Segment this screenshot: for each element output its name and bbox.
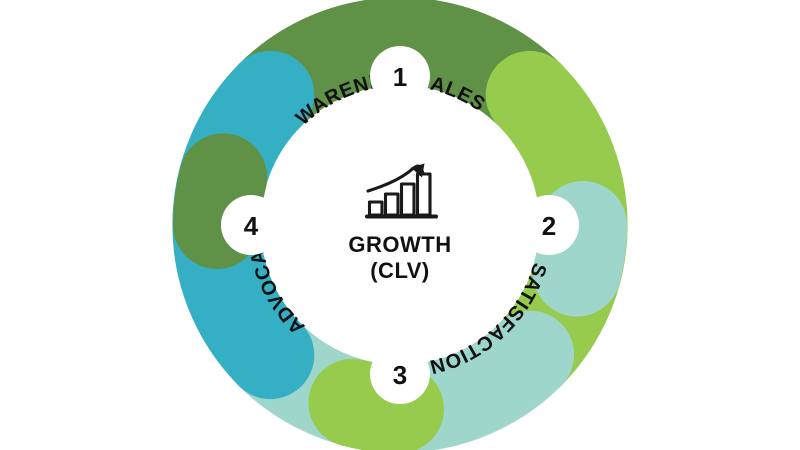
marker-4[interactable]: 4 — [221, 195, 281, 255]
marker-2-label: 2 — [542, 211, 556, 241]
segment-awareness-cap — [172, 133, 268, 269]
marker-1-circle — [370, 46, 430, 106]
icon-bar-2 — [383, 192, 400, 217]
ring-inner-hole — [305, 130, 495, 320]
icon-bar-3 — [399, 182, 416, 217]
marker-3-label: 3 — [393, 360, 407, 390]
marker-1-label: 1 — [393, 62, 407, 92]
segment-advocacy-cap — [308, 358, 444, 450]
marker-4-circle — [221, 195, 281, 255]
growth-bar-chart-arrow-icon — [365, 163, 438, 219]
marker-3[interactable]: 3 — [370, 344, 430, 404]
marker-4-label: 4 — [244, 211, 259, 241]
marker-1[interactable]: 1 — [370, 46, 430, 106]
center-title-line1: GROWTH — [348, 232, 451, 257]
marker-2-circle — [519, 195, 579, 255]
marker-2[interactable]: 2 — [519, 195, 579, 255]
center-title-line2: (CLV) — [370, 258, 430, 283]
segment-satisfaction-cap — [532, 181, 628, 317]
icon-bar-4 — [415, 172, 432, 217]
icon-arrow-head — [411, 163, 425, 178]
icon-bar-1 — [367, 200, 384, 217]
marker-3-circle — [370, 344, 430, 404]
